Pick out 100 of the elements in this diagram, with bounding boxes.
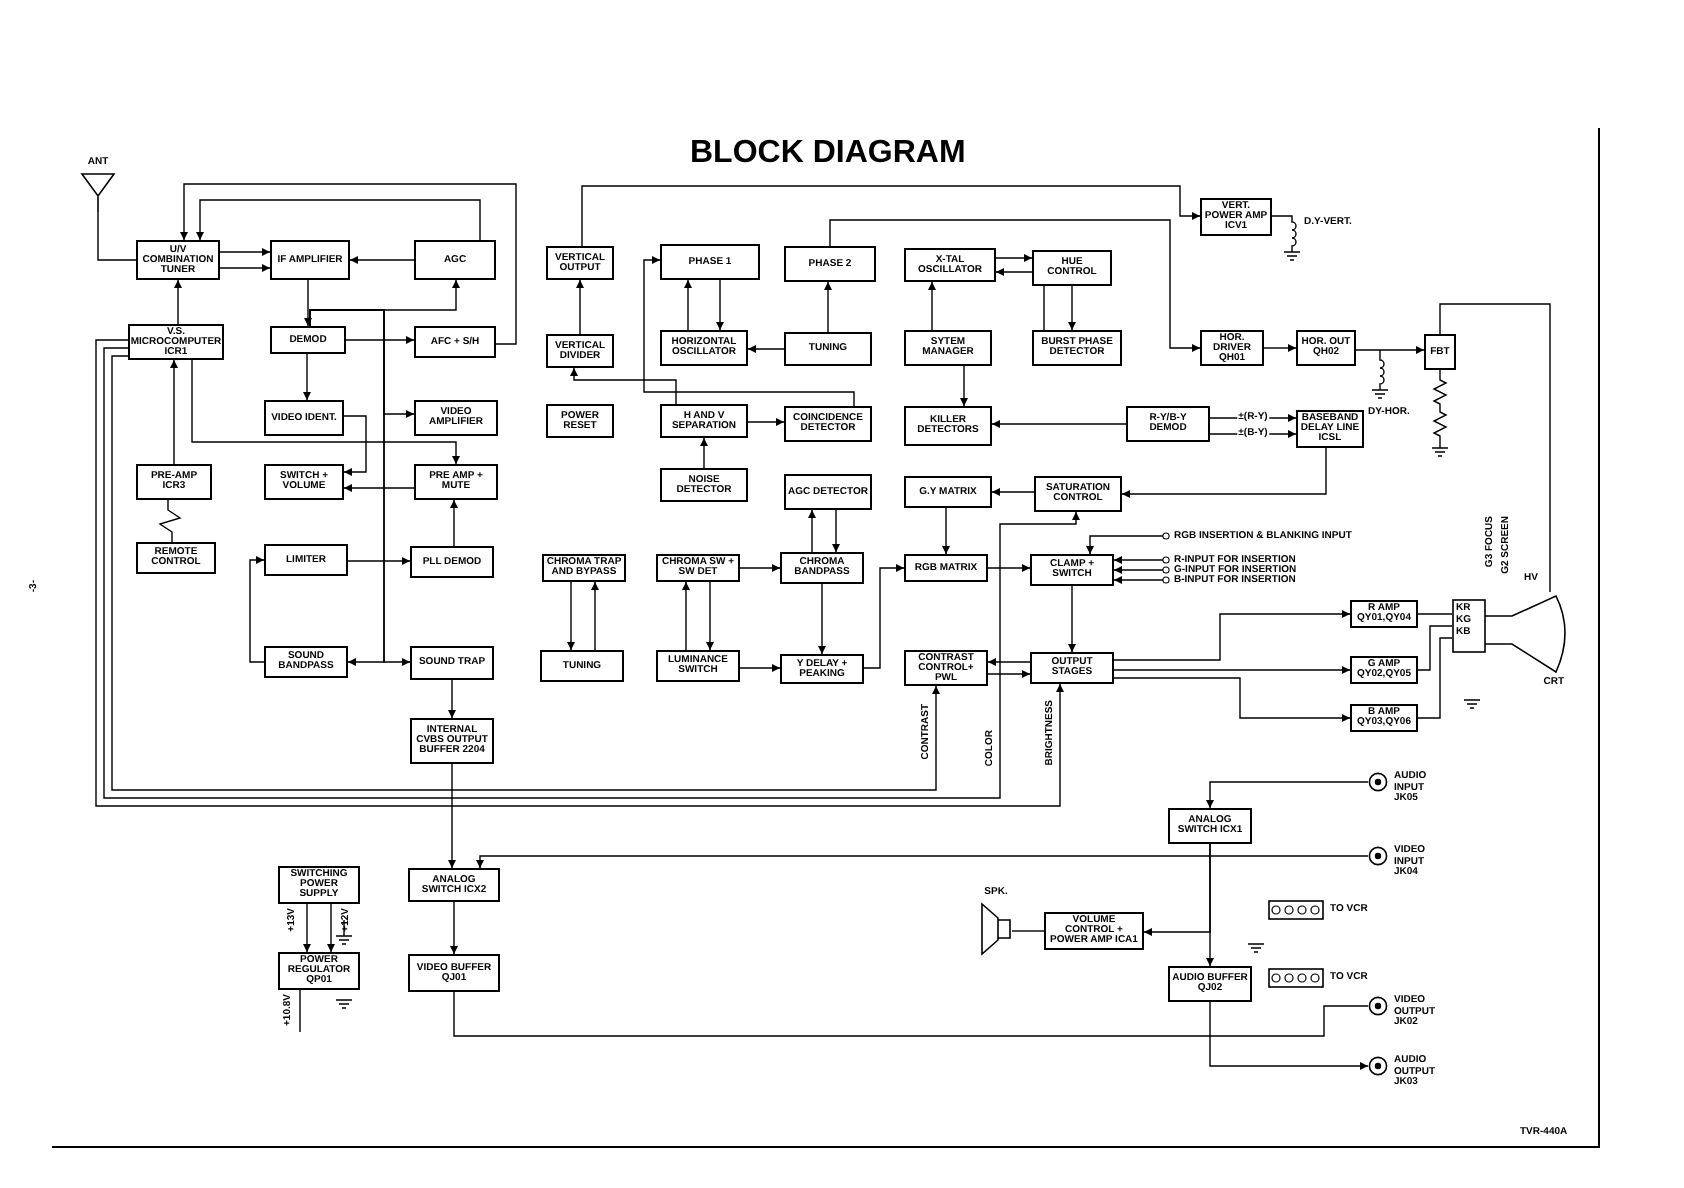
block-box (414, 400, 498, 436)
block-box (660, 244, 760, 280)
signal-line (158, 499, 182, 543)
signal-arrow (700, 437, 708, 469)
block-box (1126, 406, 1210, 442)
signal-line (97, 211, 137, 261)
signal-arrow (448, 679, 456, 719)
block-box (1030, 554, 1114, 586)
signal-line (1439, 303, 1551, 593)
block-box (278, 866, 360, 904)
signal-arrow (591, 581, 599, 651)
block-box (408, 868, 500, 902)
signal-arrow (570, 367, 677, 405)
block-box (1030, 652, 1114, 684)
signal-arrow (706, 581, 714, 651)
block-box (264, 464, 344, 500)
block-box (136, 464, 212, 500)
signal-arrow (1121, 447, 1327, 498)
signal-arrow (1209, 1001, 1369, 1070)
signal-arrow (581, 185, 1201, 247)
signal-arrow (960, 365, 968, 407)
block-box (904, 406, 992, 446)
signal-line (1417, 625, 1453, 671)
signal-arrow (643, 256, 855, 407)
block-box (1424, 334, 1456, 370)
block-box (904, 330, 992, 366)
block-box (780, 552, 864, 584)
block-box (540, 650, 624, 682)
signal-arrow (219, 248, 271, 256)
signal-arrow (567, 581, 575, 651)
signal-arrow (303, 353, 311, 401)
signal-arrow (180, 183, 517, 345)
signal-arrow (349, 256, 415, 264)
signal-arrow (1355, 346, 1425, 354)
signal-arrow (1113, 566, 1170, 574)
signal-arrow (824, 281, 832, 333)
signal-arrow (347, 557, 411, 565)
signal-arrow (476, 855, 1369, 869)
block-box (1168, 808, 1252, 844)
signal-arrow (309, 309, 411, 666)
block-box (546, 404, 614, 438)
block-box (656, 650, 740, 682)
signal-arrow (345, 336, 415, 344)
signal-arrow (219, 264, 271, 272)
signal-arrow (684, 279, 692, 331)
signal-arrow (739, 564, 781, 572)
block-box (1034, 476, 1122, 512)
signal-arrow (450, 901, 458, 955)
block-box (410, 718, 494, 764)
signal-arrow (304, 279, 312, 327)
block-box (660, 330, 748, 366)
diagram-title: BLOCK DIAGRAM (690, 136, 966, 172)
block-box (136, 542, 216, 574)
signal-arrow (1113, 556, 1170, 564)
block-box (904, 650, 988, 686)
block-box (264, 646, 348, 678)
signal-arrow (174, 279, 182, 325)
signal-arrow (863, 564, 905, 669)
signal-line (1011, 930, 1045, 932)
signal-arrow (448, 763, 456, 869)
signal-arrow (747, 418, 785, 426)
block-box (784, 474, 872, 510)
signal-arrow (942, 507, 950, 555)
signal-arrow (170, 359, 178, 465)
block-box (784, 406, 872, 442)
signal-arrow (196, 199, 481, 241)
signal-arrow (343, 484, 415, 492)
block-box (1350, 656, 1418, 684)
block-box (784, 246, 876, 282)
signal-arrow (1113, 576, 1170, 584)
signal-arrow (1113, 610, 1351, 661)
signal-arrow (716, 279, 724, 331)
block-box (270, 240, 350, 280)
block-box (546, 334, 614, 368)
block-box (784, 332, 872, 366)
signal-arrow (987, 564, 1031, 572)
signal-arrow (991, 488, 1035, 496)
block-box (1168, 966, 1252, 1002)
signal-arrow (303, 903, 311, 953)
signal-arrow (1206, 781, 1369, 809)
signal-arrow (832, 509, 840, 553)
block-box (904, 476, 992, 508)
signal-arrow (818, 583, 826, 655)
block-box (1032, 330, 1122, 366)
signal-arrow (111, 355, 940, 791)
block-box (410, 546, 494, 578)
block-box (1296, 330, 1356, 366)
signal-arrow (928, 281, 936, 331)
signal-arrow (739, 664, 781, 672)
block-box (278, 952, 360, 990)
signal-arrow (1068, 285, 1076, 331)
signal-arrow (191, 359, 460, 465)
block-box (1032, 250, 1112, 286)
signal-line (1417, 637, 1453, 719)
signal-arrow (576, 279, 584, 335)
signal-arrow (987, 670, 1031, 678)
block-box (414, 464, 498, 500)
signal-arrow (995, 254, 1033, 262)
block-box (414, 326, 496, 358)
signal-arrow (808, 509, 816, 553)
